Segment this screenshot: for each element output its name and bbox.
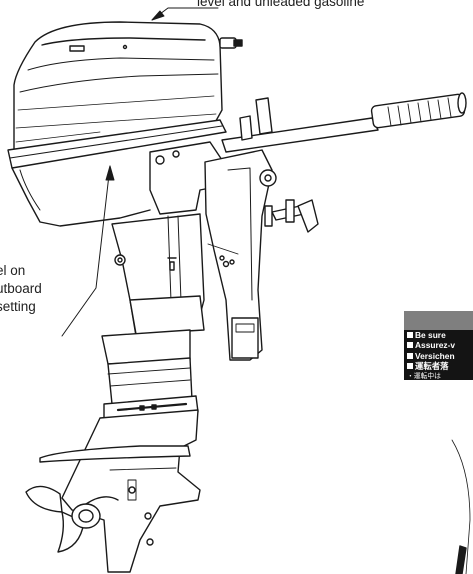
warning-line-3: Versichen: [404, 351, 473, 361]
tiller-handle: [221, 92, 467, 153]
engine-cowling: [13, 21, 243, 159]
midsection: [111, 150, 205, 337]
setting-callout-line-1: el on: [0, 263, 26, 278]
warning-line-2: Assurez-v: [404, 340, 473, 350]
fuel-callout-text: level and unleaded gasoline: [197, 0, 365, 9]
extension-housing: [101, 329, 199, 419]
bullet-square-icon: [407, 342, 413, 349]
callout-leader-lines: [61, 7, 219, 337]
setting-callout-text: el on utboard setting: [0, 263, 42, 317]
bullet-square-icon: [407, 352, 413, 359]
warning-label-band: [404, 311, 473, 330]
setting-callout-line-3: setting: [0, 299, 36, 314]
adjacent-part-edge: [451, 439, 471, 574]
propeller: [25, 485, 119, 553]
setting-callout-line-2: utboard: [0, 281, 42, 296]
lower-cowl: [7, 119, 227, 227]
warning-line-1: Be sure: [404, 330, 473, 340]
bullet-square-icon: [407, 363, 413, 370]
warning-line-4: 運転者落: [404, 361, 473, 371]
warning-label: Be sure Assurez-v Versichen 運転者落 ・運転中は: [404, 311, 473, 380]
warning-sub-line: ・運転中は: [407, 372, 441, 380]
bullet-square-icon: [407, 332, 413, 338]
clamp-bracket: [149, 141, 319, 361]
